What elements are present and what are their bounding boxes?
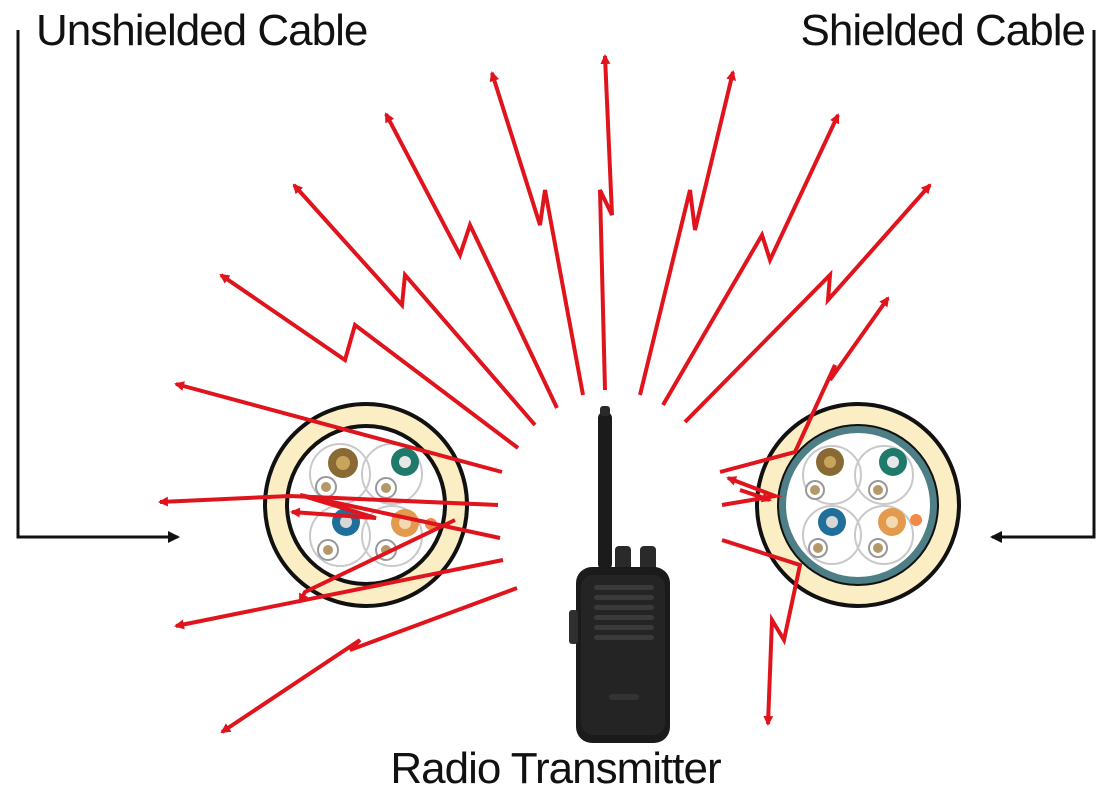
radiation-arrow <box>739 488 772 503</box>
radiation-arrow <box>719 296 890 474</box>
radiation-arrow <box>683 183 932 424</box>
radiation-arrow <box>661 113 840 407</box>
radio-transmitter-label: Radio Transmitter <box>390 744 721 793</box>
radiation-arrow <box>721 476 783 507</box>
shielded-bracket <box>990 30 1096 543</box>
radiation-arrow <box>638 70 736 396</box>
radiation-arrow <box>220 586 518 734</box>
radiation-arrow <box>489 71 585 396</box>
radiation-arrow <box>174 558 504 630</box>
unshielded-bracket <box>16 30 180 543</box>
radiation-arrow <box>384 112 559 409</box>
shielded-reflection-arrows <box>719 296 890 726</box>
radiation-arrow <box>158 493 499 507</box>
unshielded-interference-arrows <box>158 381 518 734</box>
unshielded-cable-label: Unshielded Cable <box>36 6 368 55</box>
radiation-arrow <box>721 538 803 726</box>
radiation-arrow <box>298 518 456 604</box>
radiation-arrow <box>290 493 501 540</box>
walkie-talkie-icon <box>569 406 670 743</box>
radiation-arrows <box>219 54 932 450</box>
radiation-arrow <box>292 183 537 427</box>
radiation-arrow <box>219 273 520 450</box>
shielded-cable <box>755 402 961 608</box>
radiation-arrow <box>174 381 503 474</box>
radiation-arrow <box>598 54 614 391</box>
shielded-cable-label: Shielded Cable <box>800 6 1086 55</box>
